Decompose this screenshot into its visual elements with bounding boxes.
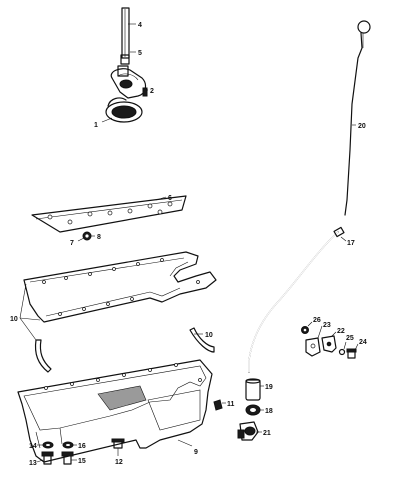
callout-12: 12: [115, 459, 123, 466]
seal-18: [245, 404, 261, 416]
callout-9: 9: [194, 449, 198, 456]
bolt-15: [61, 451, 74, 465]
baffle-nut: [82, 231, 92, 241]
tube-fitting-21: [237, 421, 259, 441]
callout-11: 11: [227, 401, 235, 408]
callout-18: 18: [265, 408, 273, 415]
washer-25: [338, 348, 346, 356]
callout-23: 23: [323, 322, 331, 329]
screw-24: [346, 348, 357, 359]
oil-pump-body: [110, 65, 148, 99]
pan-bolt: [213, 399, 223, 411]
washer-16: [62, 441, 74, 449]
callout-22: 22: [337, 328, 345, 335]
oil-pan-rear-seal-left: [34, 339, 52, 373]
callout-4: 4: [138, 22, 142, 29]
tube-sleeve-19: [245, 378, 261, 401]
callout-15: 15: [78, 458, 86, 465]
callout-14: 14: [29, 443, 37, 450]
bracket-22: [321, 335, 337, 353]
washer-14: [42, 441, 54, 449]
callout-8: 8: [97, 234, 101, 241]
callout-24: 24: [359, 339, 367, 346]
oil-pump-pickup-tube: [121, 7, 130, 59]
leader-lines: [19, 23, 359, 463]
callout-10-left: 10: [10, 316, 18, 323]
callout-6: 6: [168, 195, 172, 202]
oil-pan-gasket: [23, 251, 217, 323]
bolt-13: [41, 451, 54, 465]
dipstick: [344, 20, 371, 216]
pickup-tube-sleeve: [120, 54, 130, 65]
callout-10-right: 10: [205, 332, 213, 339]
callout-17: 17: [347, 240, 355, 247]
nut-26: [301, 326, 309, 334]
callout-25: 25: [346, 335, 354, 342]
callout-5: 5: [138, 50, 142, 57]
callout-7: 7: [70, 240, 74, 247]
callout-19: 19: [265, 384, 273, 391]
oil-pan: [17, 359, 213, 463]
callout-2: 2: [150, 88, 154, 95]
callout-1: 1: [94, 122, 98, 129]
oil-pump-screen: [105, 97, 143, 123]
callout-16: 16: [78, 443, 86, 450]
dipstick-tube: [248, 226, 345, 373]
oil-pan-baffle: [31, 195, 187, 233]
callout-20: 20: [358, 123, 366, 130]
clip-23: [305, 337, 321, 357]
callout-26: 26: [313, 317, 321, 324]
drain-plug: [111, 438, 125, 449]
callout-21: 21: [263, 430, 271, 437]
callout-13: 13: [29, 460, 37, 467]
